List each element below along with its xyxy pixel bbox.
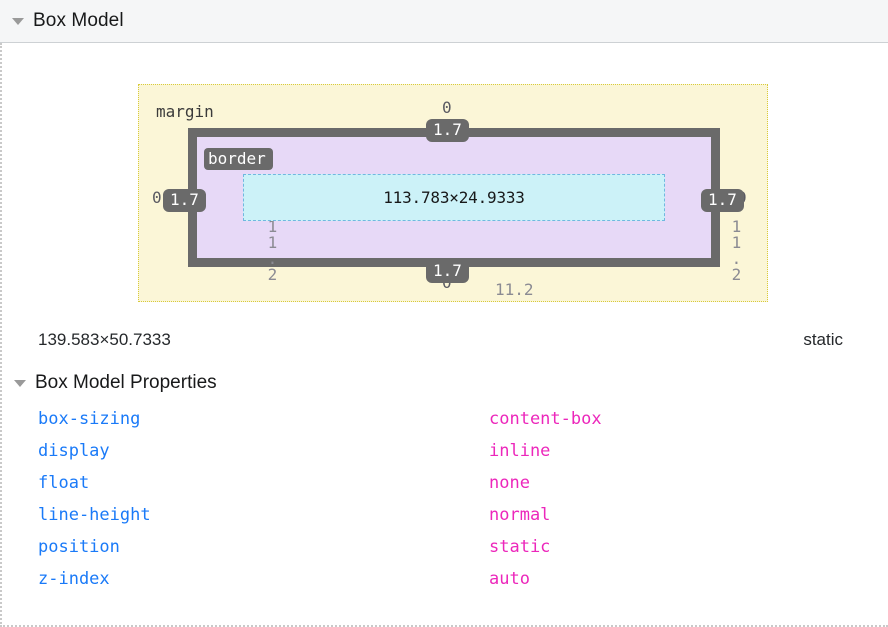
margin-left-value[interactable]: 0 (152, 188, 162, 207)
border-bottom-value[interactable]: 1.7 (426, 260, 469, 283)
padding-right-value[interactable]: 11.2 (727, 217, 746, 281)
box-model-diagram: margin 0 0 0 0 border padding 11.2 11.2 … (2, 43, 888, 328)
property-row[interactable]: line-height normal (2, 499, 888, 531)
property-name: line-height (38, 505, 151, 525)
box-model-properties-title: Box Model Properties (35, 372, 217, 393)
element-size-label: 139.583×50.7333 (38, 330, 171, 349)
property-row[interactable]: float none (2, 467, 888, 499)
page-title: Box Model (33, 10, 124, 31)
border-region-label: border (204, 148, 273, 170)
element-position-label: static (803, 330, 843, 349)
box-model-properties-header[interactable]: Box Model Properties (2, 368, 888, 398)
property-name: box-sizing (38, 409, 141, 429)
content-size-label: 113.783×24.9333 (383, 188, 525, 207)
box-model-properties-list: box-sizing content-box display inline fl… (2, 398, 888, 595)
border-box[interactable]: border padding 11.2 11.2 11.2 11.2 113.7… (188, 128, 746, 299)
property-value[interactable]: none (489, 473, 530, 493)
property-row[interactable]: box-sizing content-box (2, 403, 888, 435)
property-name: z-index (38, 569, 110, 589)
caret-down-icon[interactable] (14, 379, 26, 387)
property-value[interactable]: inline (489, 441, 551, 461)
property-name: float (38, 473, 90, 493)
margin-region-label: margin (156, 102, 214, 121)
property-value[interactable]: content-box (489, 409, 602, 429)
border-right-value[interactable]: 1.7 (701, 189, 744, 212)
property-value[interactable]: static (489, 537, 551, 557)
content-box[interactable]: 113.783×24.9333 (243, 174, 665, 221)
property-row[interactable]: z-index auto (2, 563, 888, 595)
border-top-value[interactable]: 1.7 (426, 119, 469, 142)
padding-box[interactable]: border padding 11.2 11.2 11.2 11.2 113.7… (197, 137, 746, 299)
padding-bottom-value[interactable]: 11.2 (495, 280, 534, 299)
property-value[interactable]: auto (489, 569, 530, 589)
margin-top-value[interactable]: 0 (442, 98, 452, 117)
caret-down-icon[interactable] (12, 17, 24, 25)
box-model-summary: 139.583×50.7333 static (2, 330, 888, 368)
box-model-panel-header[interactable]: Box Model (0, 0, 888, 43)
box-model-panel-body: margin 0 0 0 0 border padding 11.2 11.2 … (0, 43, 888, 627)
property-name: display (38, 441, 110, 461)
border-left-value[interactable]: 1.7 (163, 189, 206, 212)
margin-box[interactable]: margin 0 0 0 0 border padding 11.2 11.2 … (138, 84, 768, 302)
property-row[interactable]: position static (2, 531, 888, 563)
padding-left-value[interactable]: 11.2 (263, 217, 282, 281)
property-value[interactable]: normal (489, 505, 551, 525)
property-row[interactable]: display inline (2, 435, 888, 467)
property-name: position (38, 537, 120, 557)
